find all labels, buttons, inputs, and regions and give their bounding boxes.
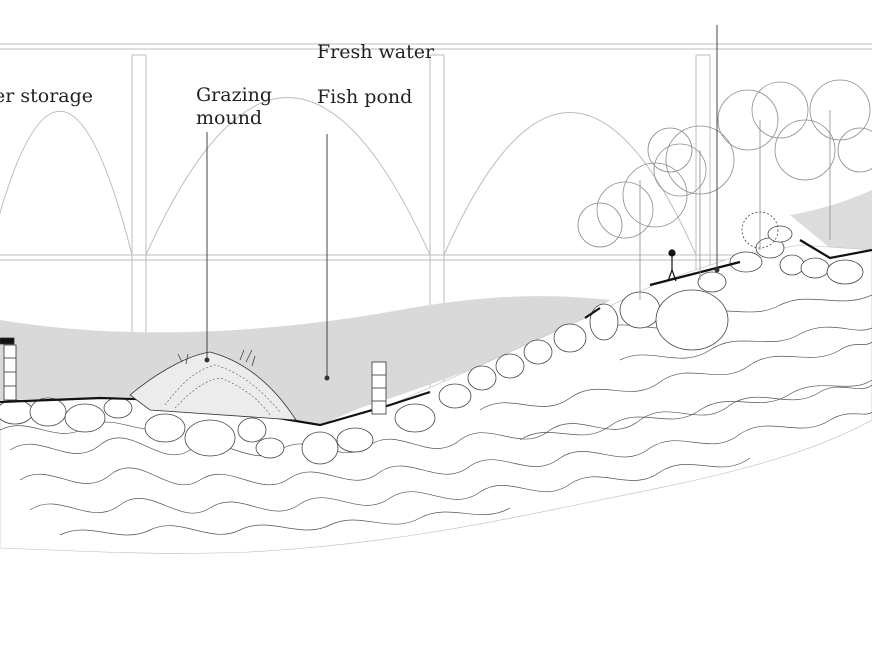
stack-structures: [0, 337, 387, 415]
label-fresh-water: Fresh water: [317, 41, 435, 63]
person-figure: [667, 249, 677, 282]
leader-lines: [204, 25, 720, 381]
tree-group: [577, 79, 872, 300]
label-grazing-line1: Grazing: [196, 84, 273, 106]
label-fish-pond: Fish pond: [317, 86, 413, 108]
label-water-storage: er storage: [0, 85, 94, 107]
label-grazing-line2: mound: [196, 107, 263, 129]
distant-ground: [790, 190, 872, 250]
grazing-mound: [129, 349, 297, 421]
boulders: [0, 225, 864, 465]
contour-hatch: [0, 294, 872, 536]
label-grazing-mound: Grazing mound: [196, 84, 272, 130]
bridge-structure: [0, 43, 872, 395]
